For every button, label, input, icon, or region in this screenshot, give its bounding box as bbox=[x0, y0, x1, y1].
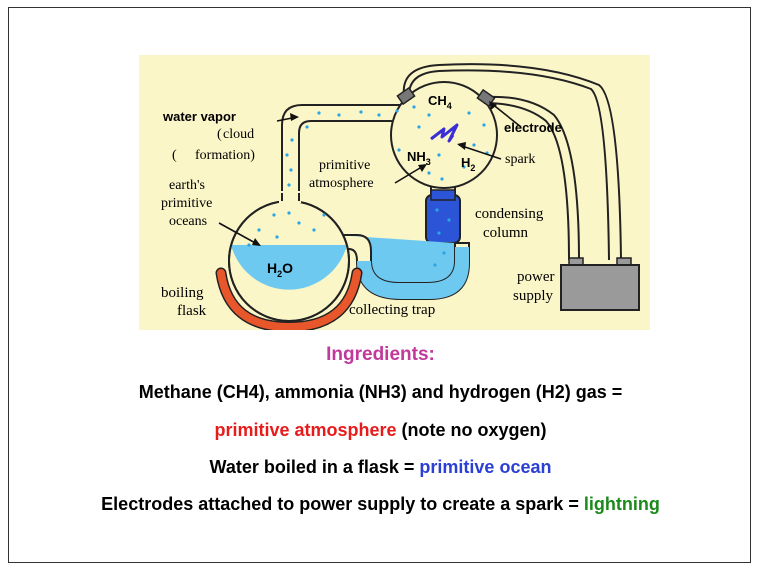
electrode-left bbox=[396, 86, 416, 106]
label-condensing-1: condensing bbox=[475, 206, 544, 222]
formula-h2: H2 bbox=[461, 155, 475, 173]
label-condensing-2: column bbox=[483, 225, 528, 241]
label-power-2: supply bbox=[513, 288, 554, 304]
label-oceans-2: primitive bbox=[161, 196, 212, 211]
caption-line-1-text: Methane (CH4), ammonia (NH3) and hydroge… bbox=[138, 382, 623, 402]
caption-line-4: Electrodes attached to power supply to c… bbox=[0, 494, 761, 515]
wire-left-2 bbox=[408, 69, 610, 261]
flask-neck-gap bbox=[279, 191, 301, 203]
label-formation-open: ( bbox=[172, 148, 177, 163]
primitive-atmosphere-highlight: primitive atmosphere bbox=[214, 420, 397, 440]
arrowheads bbox=[252, 101, 497, 246]
label-boiling-flask-2: flask bbox=[177, 303, 207, 319]
label-cloud: cloud bbox=[223, 127, 254, 142]
label-primitive-atmosphere-1: primitive bbox=[319, 158, 370, 173]
droplets bbox=[247, 105, 489, 267]
ingredients-label: Ingredients: bbox=[326, 344, 435, 365]
spark-bolt bbox=[430, 123, 459, 143]
primitive-ocean-highlight: primitive ocean bbox=[419, 457, 552, 477]
wire-right-2 bbox=[483, 102, 570, 261]
label-electrode: electrode bbox=[504, 120, 562, 135]
caption-line-2: primitive atmosphere (note no oxygen) bbox=[0, 420, 761, 441]
power-supply bbox=[560, 264, 640, 311]
ingredients-heading: Ingredients: bbox=[0, 344, 761, 366]
flask-neck bbox=[281, 193, 300, 201]
label-collecting-trap: collecting trap bbox=[349, 302, 435, 318]
trap-water bbox=[357, 247, 469, 299]
caption-line-3: Water boiled in a flask = primitive ocea… bbox=[0, 457, 761, 478]
label-cloud-open: ( bbox=[217, 127, 222, 142]
label-oceans-1: earth's bbox=[169, 178, 205, 193]
wire-left bbox=[402, 63, 622, 261]
label-oceans-3: oceans bbox=[169, 214, 207, 229]
formula-nh3: NH3 bbox=[407, 149, 431, 167]
label-water-vapor: water vapor bbox=[162, 109, 236, 124]
formula-ch4: CH4 bbox=[428, 93, 452, 111]
lightning-highlight: lightning bbox=[583, 494, 660, 514]
heater bbox=[217, 269, 361, 330]
caption-line-2-rest: (note no oxygen) bbox=[396, 420, 547, 440]
caption-line-1: Methane (CH4), ammonia (NH3) and hydroge… bbox=[0, 382, 761, 403]
condensing-column bbox=[425, 194, 461, 244]
caption-line-4-text: Electrodes attached to power supply to c… bbox=[101, 494, 584, 514]
condenser-top-cap bbox=[430, 189, 456, 201]
miller-urey-diagram: water vapor ( cloud ( formation) electro… bbox=[139, 55, 650, 330]
label-boiling-flask-1: boiling bbox=[161, 285, 204, 301]
flask-water bbox=[231, 245, 347, 290]
caption-line-3-text: Water boiled in a flask = bbox=[209, 457, 420, 477]
label-power-1: power bbox=[517, 269, 555, 285]
label-formation: formation) bbox=[195, 148, 255, 163]
wire-right bbox=[486, 95, 580, 261]
label-primitive-atmosphere-2: atmosphere bbox=[309, 176, 374, 191]
label-spark: spark bbox=[505, 152, 535, 167]
formula-h2o: H2O bbox=[267, 260, 293, 279]
